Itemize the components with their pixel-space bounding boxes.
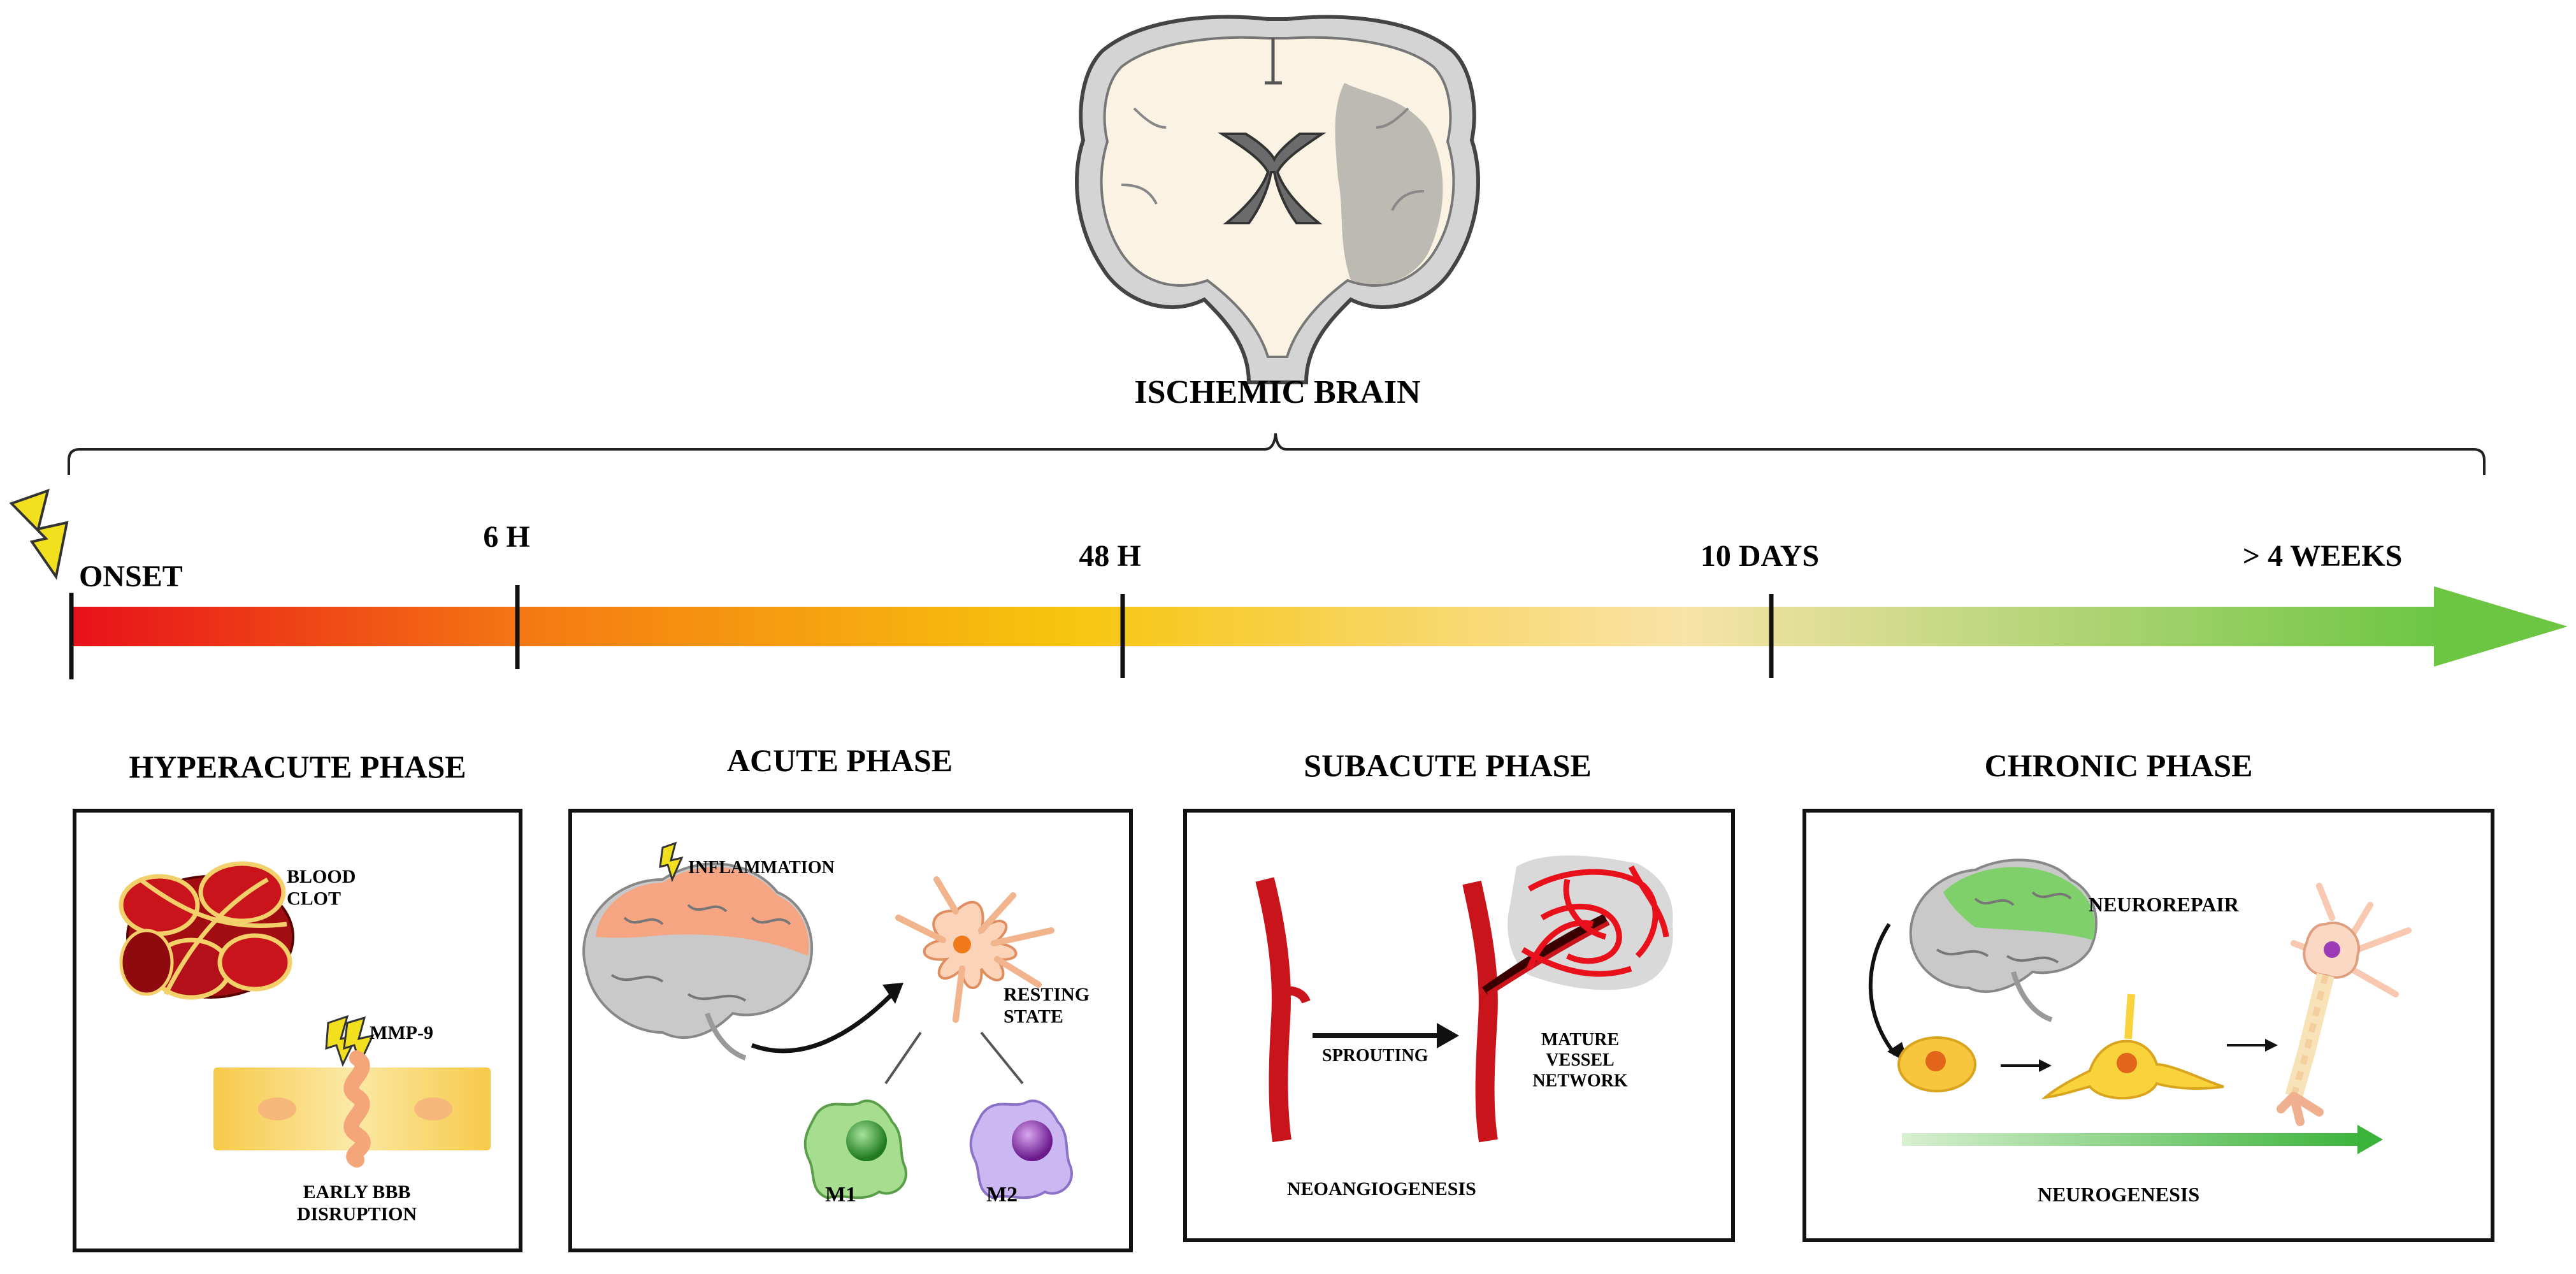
mmp9-lightning-icon (325, 1015, 375, 1067)
m2-label: M2 (986, 1183, 1018, 1206)
neurorepair-label: NEUROREPAIR (2089, 893, 2240, 916)
mature-vessel-network-icon (1462, 855, 1673, 1143)
neoangiogenesis-label: NEOANGIOGENESIS (1287, 1178, 1476, 1199)
neuron-icon (2277, 883, 2412, 1126)
phase-title-chronic: CHRONIC PHASE (1985, 748, 2253, 783)
sprouting-label: SPROUTING (1322, 1046, 1428, 1066)
m2-arrow (980, 1031, 1024, 1085)
neuroblast-icon (2041, 994, 2224, 1100)
activation-arrow (751, 992, 894, 1053)
neurorepair-arrow (1868, 923, 1897, 1056)
mmp9-label: MMP-9 (370, 1022, 433, 1043)
panel-chronic (1802, 809, 2494, 1242)
m1-arrow (884, 1031, 922, 1085)
lightning-icon (9, 488, 69, 581)
blood-clot-icon (119, 861, 294, 1000)
timeline-marker-onset: ONSET (79, 560, 183, 593)
phase-title-subacute: SUBACUTE PHASE (1304, 748, 1592, 783)
m1-microglia-icon (803, 1099, 907, 1200)
inflammation-lightning-icon (659, 841, 684, 883)
inflammation-label: INFLAMMATION (688, 858, 835, 878)
phase-title-acute: ACUTE PHASE (727, 742, 953, 778)
blood-brain-barrier-icon (213, 1050, 491, 1168)
timeline-brace (68, 433, 2486, 475)
repairing-brain-icon (1909, 858, 2097, 1022)
timeline-marker-4weeks: > 4 WEEKS (2243, 539, 2403, 573)
blood-vessel-icon (1255, 877, 1311, 1143)
timeline-ticks (69, 585, 1774, 679)
timeline-arrow (71, 586, 2568, 667)
timeline-marker-6h: 6 H (483, 520, 529, 554)
neurogenesis-label: NEUROGENESIS (2038, 1183, 2199, 1206)
phase-title-hyperacute: HYPERACUTE PHASE (129, 749, 466, 785)
m1-label: M1 (825, 1183, 856, 1206)
ischemic-brain-icon (1075, 15, 1480, 384)
m2-microglia-icon (969, 1099, 1073, 1200)
neurogenesis-arrow (1902, 1125, 2383, 1154)
inflamed-brain-icon (582, 862, 813, 1060)
timeline-marker-48h: 48 H (1079, 539, 1140, 573)
ischemic-brain-title: ISCHEMIC BRAIN (1134, 374, 1420, 410)
resting-microglia-icon (895, 876, 1054, 1023)
timeline-marker-10days: 10 DAYS (1701, 539, 1819, 573)
progenitor-cell-icon (1897, 1036, 1976, 1092)
